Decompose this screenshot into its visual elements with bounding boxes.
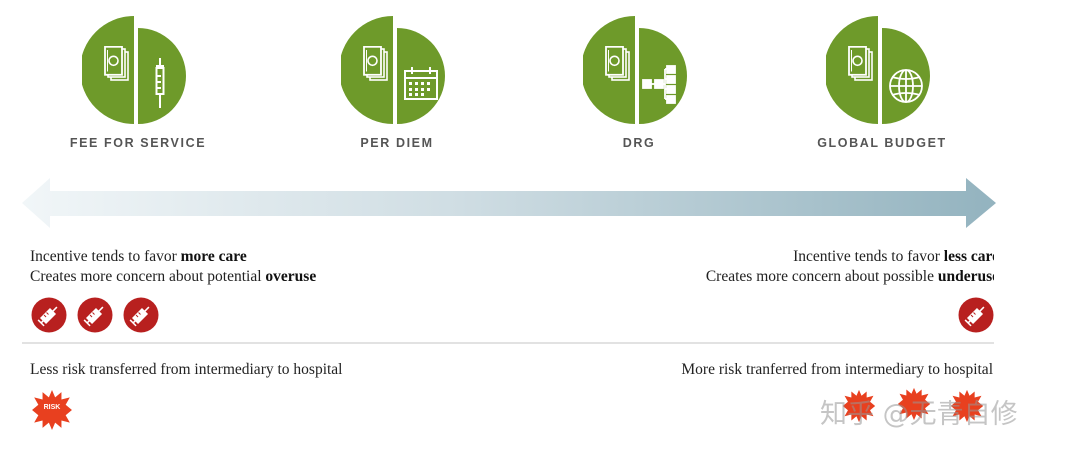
syringe-badge-icon	[77, 297, 113, 333]
right-note-line1: Incentive tends to favor less care	[793, 248, 999, 265]
divider	[22, 342, 994, 344]
right-risk-note: More risk tranferred from intermediary t…	[681, 361, 993, 378]
right-incentive-note: Incentive tends to favor less care Creat…	[706, 247, 999, 287]
left-note-line2: Creates more concern about potential ove…	[30, 268, 317, 285]
payment-label: PER DIEM	[360, 136, 434, 150]
left-note-line1: Incentive tends to favor more care	[30, 248, 247, 265]
payment-label: DRG	[622, 136, 656, 150]
risk-badge-icon: RISK	[31, 389, 73, 431]
hierarchy-icon	[583, 16, 687, 124]
left-risk-note: Less risk transferred from intermediary …	[30, 361, 343, 378]
payment-label: GLOBAL BUDGET	[817, 136, 947, 150]
watermark: 知乎 @无青自修	[820, 399, 1018, 430]
syringe-badge-icon	[123, 297, 159, 333]
crop-edge	[994, 298, 1080, 336]
left-incentive-note: Incentive tends to favor more care Creat…	[30, 247, 316, 287]
right-note-line2: Creates more concern about possible unde…	[705, 268, 999, 285]
crop-edge	[994, 244, 1080, 290]
payment-label: FEE FOR SERVICE	[69, 136, 207, 150]
syringe-badge-icon	[31, 297, 67, 333]
syringe-badge-icon	[958, 297, 994, 333]
calendar-icon	[341, 16, 445, 124]
globe-icon	[826, 16, 930, 124]
payment-drg: DRG	[529, 14, 749, 150]
payment-global-budget: GLOBAL BUDGET	[772, 14, 992, 150]
spectrum-arrow	[22, 178, 996, 228]
payment-per-diem: PER DIEM	[287, 14, 507, 150]
syringe-icon	[82, 16, 186, 124]
payment-fee-for-service: FEE FOR SERVICE	[28, 14, 248, 150]
